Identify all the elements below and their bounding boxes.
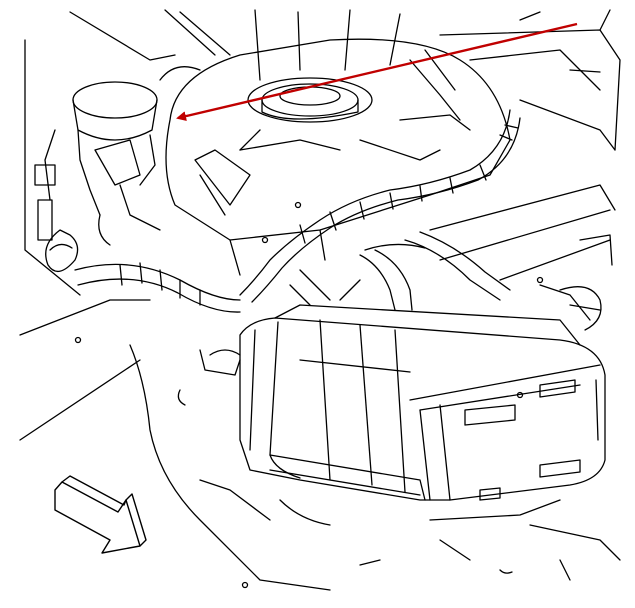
left-component	[34, 81, 161, 272]
callout-arrow	[176, 22, 578, 122]
wiring-harness	[74, 49, 521, 313]
front-direction-arrow-icon	[54, 475, 147, 554]
engine-cover	[165, 38, 511, 276]
lower-tray	[177, 349, 621, 581]
body-outline	[19, 9, 621, 591]
air-cleaner-box	[239, 304, 606, 501]
fasteners	[74, 201, 544, 589]
intake-hoses	[289, 184, 616, 331]
